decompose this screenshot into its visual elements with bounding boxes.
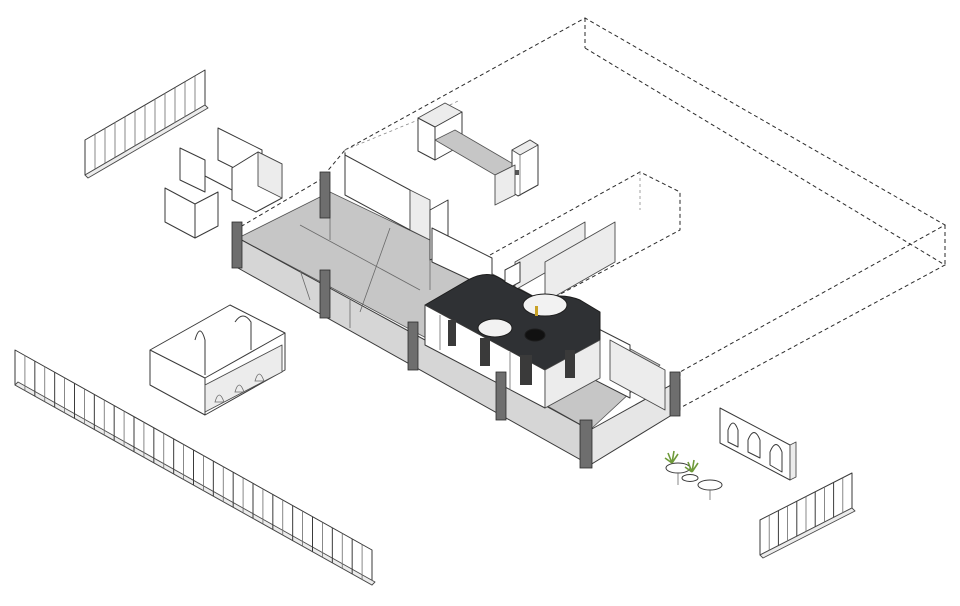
dark-curved-core — [424, 274, 601, 409]
side-window-facade — [759, 472, 856, 559]
small-tables-with-plants — [664, 450, 723, 500]
back-counter-element — [417, 102, 539, 206]
arched-window-panels — [149, 304, 286, 416]
side-window-facade — [84, 69, 209, 179]
brick-pillars — [231, 171, 681, 469]
plant-icon — [664, 450, 679, 464]
interior-walls — [344, 154, 666, 411]
plant-icon — [684, 459, 699, 473]
exploded-partition-walls — [164, 127, 283, 239]
long-window-facade — [14, 349, 376, 586]
arched-window-panels — [719, 407, 797, 481]
